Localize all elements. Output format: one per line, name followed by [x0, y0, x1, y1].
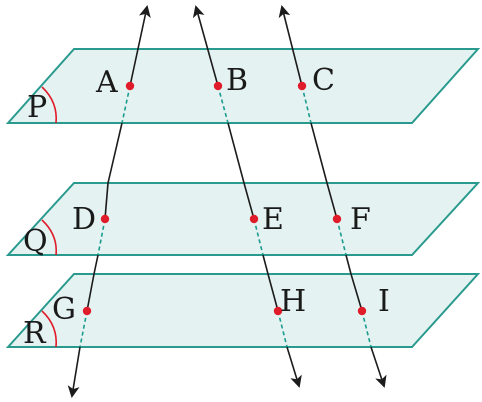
line-adg-bottom-ray — [67, 346, 81, 398]
point-g-label: G — [52, 292, 76, 327]
line-adg-hidden-p — [121, 85, 131, 124]
plane-p-shape — [5, 48, 481, 124]
line-cfi-top-ray — [278, 5, 303, 87]
line-beh-bottom-ray — [286, 346, 302, 388]
line-beh-on-q — [243, 182, 255, 220]
point-d-label: D — [72, 202, 96, 237]
line-beh-on-r — [267, 273, 279, 312]
line-cfi-on-q — [326, 182, 338, 220]
point-a-label: A — [95, 65, 118, 100]
line-cfi-hidden-r — [361, 310, 372, 348]
line-cfi-hidden-p — [301, 85, 312, 124]
plane-q-label: Q — [23, 224, 48, 259]
point-f-label: F — [350, 202, 371, 237]
plane-q: Q — [5, 182, 481, 259]
plane-r: R — [5, 273, 481, 351]
point-d — [100, 214, 110, 224]
point-b — [213, 81, 223, 91]
line-adg-on-q — [104, 182, 109, 220]
line-cfi-between-pq — [310, 122, 328, 184]
line-beh-top-ray — [192, 5, 219, 87]
plane-r-angle-arc — [41, 310, 58, 348]
line-beh-hidden-r — [277, 310, 288, 348]
line-cfi-between-qr — [345, 254, 352, 275]
point-f — [332, 214, 342, 224]
point-h — [273, 306, 283, 316]
point-i — [357, 306, 367, 316]
plane-r-label: R — [23, 316, 47, 351]
line-adg-hidden-q — [97, 218, 106, 256]
point-i-label: I — [378, 284, 390, 319]
point-b-label: B — [226, 63, 248, 98]
line-adg-on-r — [86, 273, 95, 312]
line-cfi — [278, 5, 387, 388]
plane-p: P — [5, 48, 481, 125]
plane-r-shape — [5, 273, 481, 348]
point-c-label: C — [312, 63, 335, 98]
plane-p-angle-arc — [41, 86, 58, 124]
line-beh-hidden-q — [253, 218, 264, 256]
line-adg-between-qr — [93, 254, 99, 275]
line-cfi-hidden-q — [336, 218, 347, 256]
line-cfi-bottom-ray — [370, 346, 387, 388]
plane-q-shape — [5, 182, 481, 256]
plane-q-angle-arc — [41, 219, 58, 256]
point-a — [125, 81, 135, 91]
line-beh-between-pq — [227, 122, 245, 184]
point-h-label: H — [280, 284, 306, 319]
line-beh-hidden-p — [217, 85, 229, 124]
point-c — [297, 81, 307, 91]
plane-p-label: P — [27, 90, 47, 125]
line-beh-between-qr — [262, 254, 269, 275]
line-beh — [192, 5, 302, 388]
line-adg-top-ray — [129, 5, 151, 87]
point-e — [249, 214, 259, 224]
point-g — [82, 306, 92, 316]
line-adg — [67, 5, 151, 398]
line-adg-hidden-r — [79, 310, 88, 348]
point-e-label: E — [262, 202, 284, 237]
line-adg-between-pq — [107, 122, 123, 184]
line-cfi-on-r — [350, 273, 363, 312]
